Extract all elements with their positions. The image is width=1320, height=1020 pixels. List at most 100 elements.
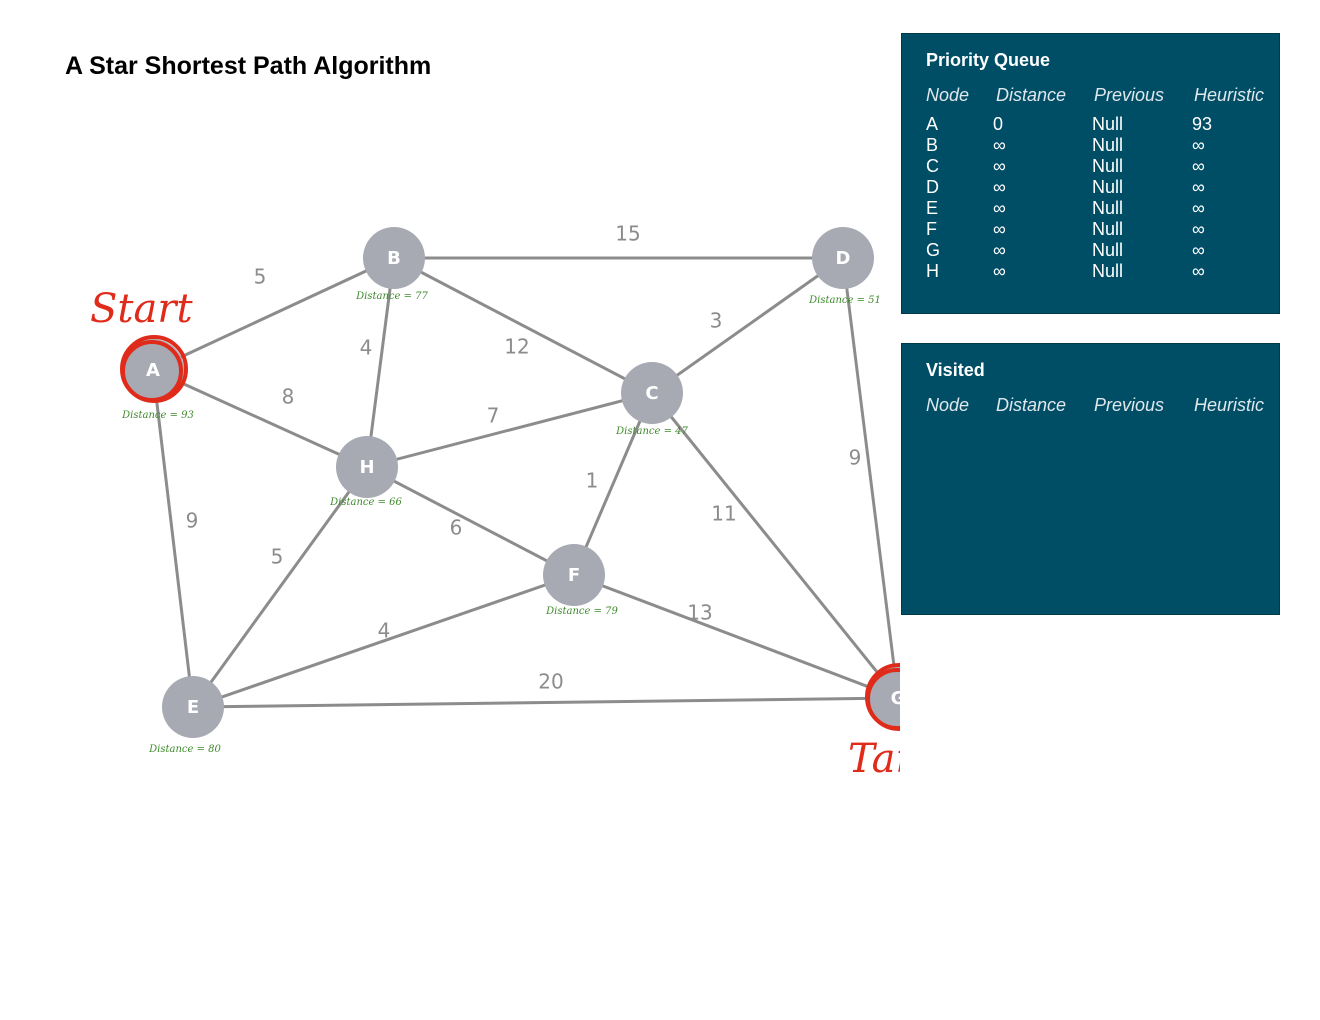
edge-h-f — [366, 465, 575, 577]
node-label: D — [836, 248, 851, 269]
edge-weight-b-h: 4 — [360, 336, 373, 360]
edge-weight-f-e: 4 — [378, 619, 391, 643]
pq-cell: 93 — [1192, 114, 1213, 134]
page-title: A Star Shortest Path Algorithm — [65, 52, 432, 80]
node-label: C — [645, 383, 658, 404]
visited-col-heuristic: Heuristic — [1194, 395, 1265, 415]
edge-weight-h-c: 7 — [487, 404, 500, 428]
pq-cell: ∞ — [1192, 261, 1205, 281]
pq-cell: Null — [1092, 240, 1124, 260]
edge-d-c — [651, 256, 844, 395]
node-b[interactable]: B — [363, 227, 425, 289]
visited-col-distance: Distance — [996, 395, 1067, 415]
edge-c-f — [572, 392, 654, 576]
pq-cell: D — [926, 177, 939, 197]
edge-weight-c-f: 1 — [586, 469, 599, 493]
edge-weight-e-g: 20 — [538, 670, 563, 694]
pq-cell: Null — [1092, 135, 1124, 155]
edge-h-e — [191, 466, 369, 708]
node-circle — [621, 362, 683, 424]
edge-weight-b-d: 15 — [615, 222, 640, 246]
pq-cell: F — [926, 219, 937, 239]
pq-cell: ∞ — [993, 240, 1006, 260]
node-label: G — [891, 688, 900, 709]
pq-cell: ∞ — [993, 156, 1006, 176]
node-circle — [363, 227, 425, 289]
pq-cell: 0 — [993, 114, 1004, 134]
edge-weight-b-c: 12 — [504, 335, 529, 359]
edge-h-c — [366, 391, 653, 469]
node-h[interactable]: H — [336, 436, 398, 498]
node-a[interactable]: A — [122, 339, 184, 401]
markers-layer: StartTarget — [90, 286, 900, 782]
edge-weight-h-e: 5 — [271, 545, 284, 569]
edge-weight-d-g: 9 — [849, 446, 862, 470]
pq-cell: ∞ — [1192, 240, 1205, 260]
node-circle — [543, 544, 605, 606]
distance-note-d: Distance = 51 — [808, 295, 881, 306]
pq-cell: C — [926, 156, 939, 176]
visited-col-previous: Previous — [1094, 395, 1165, 415]
distance-note-e: Distance = 80 — [148, 744, 221, 755]
nodes-layer: A B C D E F G H — [122, 227, 900, 738]
edge-f-e — [192, 573, 575, 709]
node-g[interactable]: G — [867, 667, 900, 729]
start-ring — [120, 335, 188, 403]
edge-b-h — [365, 257, 396, 468]
node-label: B — [387, 248, 401, 269]
distance-note-b: Distance = 77 — [355, 291, 428, 302]
visited-col-node: Node — [926, 395, 970, 415]
edge-d-g — [841, 257, 900, 699]
target-ring — [865, 663, 900, 731]
pq-cell: ∞ — [1192, 219, 1205, 239]
node-circle — [162, 676, 224, 738]
node-e[interactable]: E — [162, 676, 224, 738]
distance-note-c: Distance = 47 — [615, 426, 688, 437]
pq-cell: Null — [1092, 177, 1124, 197]
node-circle — [812, 227, 874, 289]
pq-cell: Null — [1092, 219, 1124, 239]
edge-a-e — [151, 369, 195, 708]
pq-cell: ∞ — [1192, 198, 1205, 218]
pq-cell: Null — [1092, 198, 1124, 218]
edges-layer — [151, 256, 900, 709]
pq-col-heuristic: Heuristic — [1194, 85, 1265, 105]
edge-weight-d-c: 3 — [710, 309, 723, 333]
visited-title: Visited — [926, 360, 985, 380]
edge-c-g — [650, 392, 900, 699]
pq-cell: G — [926, 240, 941, 260]
pq-cell: ∞ — [993, 198, 1006, 218]
node-c[interactable]: C — [621, 362, 683, 424]
edge-weight-h-f: 6 — [450, 516, 463, 540]
edge-f-g — [573, 573, 899, 700]
pq-col-node: Node — [926, 85, 970, 105]
pq-cell: E — [926, 198, 939, 218]
edge-b-c — [393, 256, 653, 395]
distance-note-f: Distance = 79 — [545, 606, 618, 617]
edge-a-b — [152, 256, 395, 372]
edge-weight-a-b: 5 — [254, 265, 267, 289]
node-f[interactable]: F — [543, 544, 605, 606]
pq-col-distance: Distance — [996, 85, 1067, 105]
node-label: E — [187, 697, 199, 718]
start-label: Start — [90, 286, 193, 332]
pq-cell: ∞ — [993, 135, 1006, 155]
target-label: Target — [848, 736, 900, 782]
pq-cell: ∞ — [1192, 156, 1205, 176]
pq-cell: ∞ — [993, 219, 1006, 239]
pq-cell: ∞ — [1192, 135, 1205, 155]
pq-cell: Null — [1092, 114, 1124, 134]
pq-cell: A — [926, 114, 939, 134]
priority-queue-title: Priority Queue — [926, 50, 1051, 70]
priority-queue-panel: Priority Queue Node Distance Previous He… — [901, 33, 1280, 314]
node-d[interactable]: D — [812, 227, 874, 289]
edge-e-g — [192, 696, 899, 709]
edge-a-h — [152, 368, 368, 469]
visited-panel: Visited Node Distance Previous Heuristic — [901, 343, 1280, 615]
pq-cell: B — [926, 135, 939, 155]
edge-weight-a-e: 9 — [186, 509, 199, 533]
pq-cell: ∞ — [993, 177, 1006, 197]
